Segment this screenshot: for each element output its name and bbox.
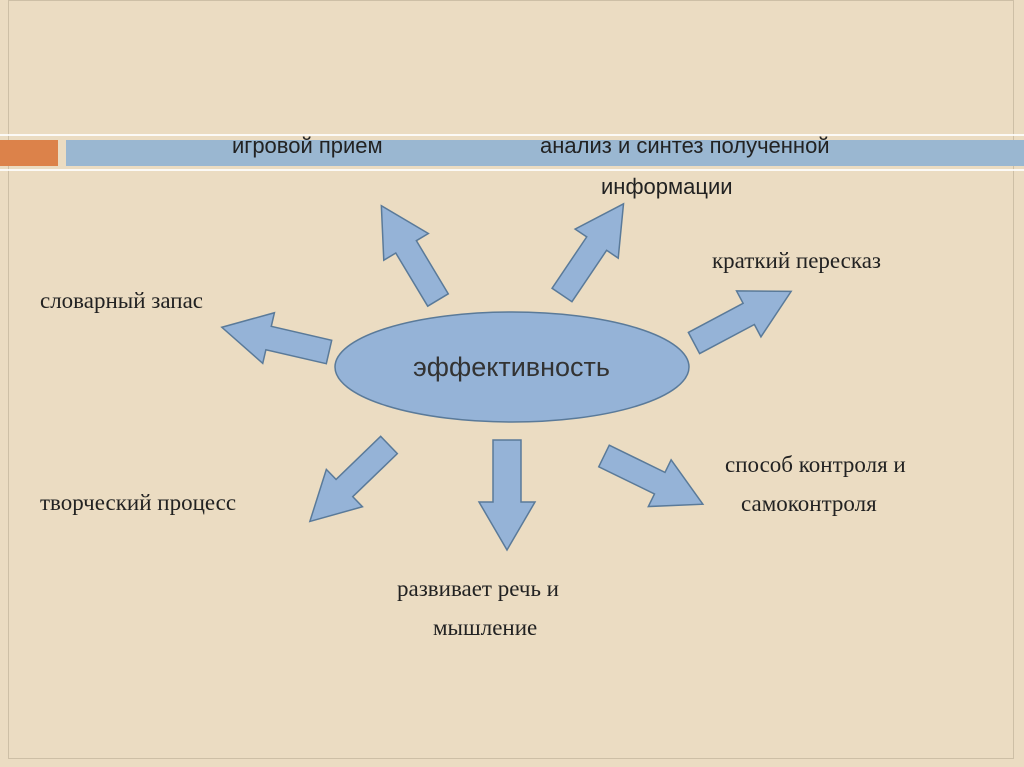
node-retelling: краткий пересказ [712, 248, 882, 273]
node-game: игровой прием [232, 133, 383, 158]
slide-frame [8, 0, 1014, 759]
node-control-line2: самоконтроля [741, 491, 877, 516]
center-label: эффективность [413, 352, 610, 382]
header-bar-line-top [0, 134, 1024, 136]
header-bar-accent [0, 140, 58, 166]
center-ellipse [334, 311, 690, 423]
arrow-to-creative [308, 435, 399, 523]
node-analysis-line1: анализ и синтез полученной [540, 133, 830, 158]
node-creative: творческий процесс [40, 490, 237, 515]
node-speech-line2: мышление [433, 615, 538, 640]
node-speech-line1: развивает речь и [397, 576, 559, 601]
arrow-to-vocabulary [220, 311, 333, 365]
arrow-to-control [597, 444, 705, 508]
arrow-to-analysis [551, 202, 625, 303]
node-analysis-line2: информации [601, 174, 733, 199]
header-bar [66, 140, 1024, 166]
arrow-to-speech [477, 439, 537, 552]
arrow-to-retelling [687, 290, 793, 355]
arrow-to-game [380, 204, 450, 308]
node-vocabulary: словарный запас [40, 288, 203, 313]
header-bar-line-bottom [0, 169, 1024, 171]
node-control-line1: способ контроля и [725, 452, 906, 477]
